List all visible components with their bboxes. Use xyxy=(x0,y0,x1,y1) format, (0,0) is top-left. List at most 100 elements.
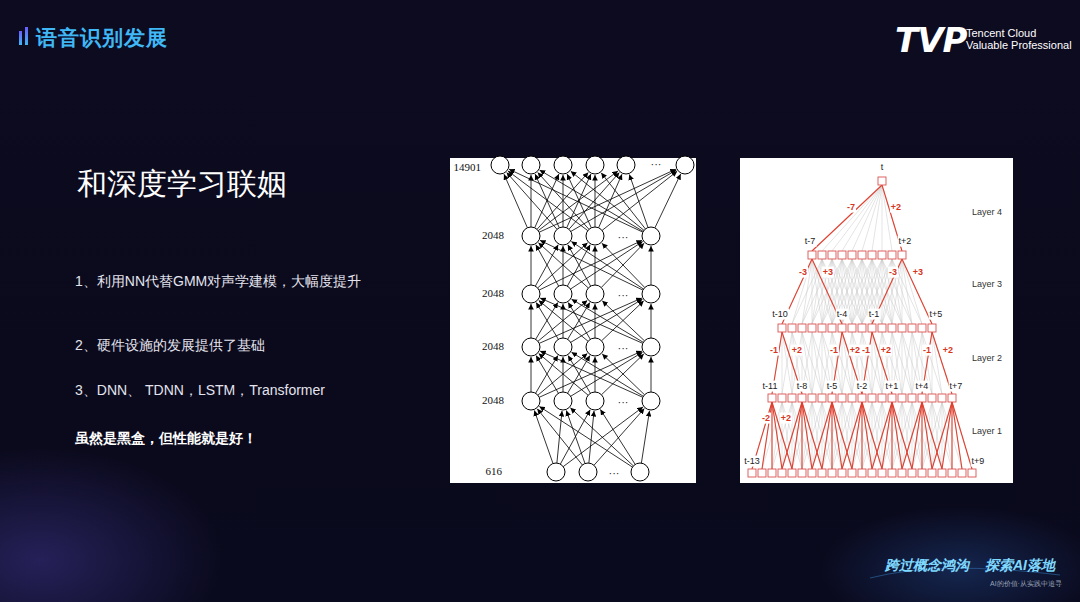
context-line xyxy=(802,402,822,469)
frame-unit xyxy=(828,394,836,402)
active-line xyxy=(832,402,852,469)
frame-label: t-10 xyxy=(771,309,789,320)
context-line xyxy=(852,259,882,324)
ellipsis: ··· xyxy=(618,342,629,355)
context-line xyxy=(922,402,932,469)
context-line xyxy=(782,332,792,394)
context-line xyxy=(792,259,812,324)
frame-label: Layer 4 xyxy=(972,207,1002,218)
weight-arrow xyxy=(629,174,648,227)
offset-label: -1 xyxy=(861,345,871,356)
active-line xyxy=(862,402,882,469)
context-line xyxy=(862,259,882,324)
weight-arrow xyxy=(539,351,642,397)
frame-unit xyxy=(788,324,796,332)
weight-arrow xyxy=(651,246,652,285)
offset-label: +2 xyxy=(791,345,803,356)
frame-unit xyxy=(768,469,776,477)
neuron-circle xyxy=(586,227,604,245)
frame-unit xyxy=(848,324,856,332)
active-line xyxy=(952,402,962,469)
context-line xyxy=(882,259,902,324)
active-line xyxy=(932,402,952,469)
frame-unit xyxy=(868,394,876,402)
weight-arrow xyxy=(535,174,559,228)
offset-label: +2 xyxy=(849,345,861,356)
context-line xyxy=(842,402,852,469)
context-line xyxy=(932,332,933,394)
context-line xyxy=(822,332,842,394)
weight-arrow xyxy=(531,175,532,227)
active-line xyxy=(892,402,912,469)
context-line xyxy=(882,185,892,251)
active-line xyxy=(801,402,802,469)
context-line xyxy=(852,402,862,469)
frame-unit xyxy=(798,469,806,477)
context-line xyxy=(802,402,812,469)
layer-size: 2048 xyxy=(482,394,504,407)
context-line xyxy=(862,402,882,469)
context-line xyxy=(942,402,952,469)
frame-unit xyxy=(908,394,916,402)
neuron-circle xyxy=(586,285,604,303)
offset-label: +2 xyxy=(780,413,792,424)
frame-unit xyxy=(808,469,816,477)
weight-arrow xyxy=(507,172,557,229)
bullet-item: 2、硬件设施的发展提供了基础 xyxy=(75,333,265,357)
context-line xyxy=(852,259,882,324)
context-line xyxy=(922,402,942,469)
frame-unit xyxy=(948,469,956,477)
active-line xyxy=(812,402,832,469)
dnn-figure-ground xyxy=(450,158,696,483)
context-line xyxy=(802,402,822,469)
frame-unit xyxy=(878,469,886,477)
context-line xyxy=(932,402,952,469)
neuron-circle xyxy=(586,156,604,174)
context-line xyxy=(952,402,953,469)
context-line xyxy=(882,185,883,251)
active-line xyxy=(831,402,832,469)
offset-label: -3 xyxy=(888,267,898,278)
context-line xyxy=(902,259,932,324)
frame-unit xyxy=(788,394,796,402)
weight-arrow xyxy=(651,357,652,392)
logo-text: TVP xyxy=(895,20,966,61)
frame-unit xyxy=(888,469,896,477)
frame-unit xyxy=(848,394,856,402)
context-line xyxy=(932,332,942,394)
offset-label: +3 xyxy=(822,267,834,278)
neuron-circle xyxy=(642,392,660,410)
frame-unit xyxy=(958,469,966,477)
frame-unit xyxy=(898,251,906,259)
context-line xyxy=(902,402,912,469)
active-line xyxy=(942,402,952,469)
context-line xyxy=(882,332,902,394)
frame-unit xyxy=(868,469,876,477)
weight-arrow xyxy=(567,245,590,286)
weight-arrow xyxy=(534,410,553,463)
weight-arrow xyxy=(531,357,532,392)
frame-unit xyxy=(808,324,816,332)
active-line xyxy=(802,402,812,469)
active-line xyxy=(861,402,862,469)
layer-size: 2048 xyxy=(482,287,504,300)
tdnn-figure-ground xyxy=(740,158,1013,483)
active-line xyxy=(802,402,822,469)
neuron-circle xyxy=(522,392,540,410)
weight-arrow xyxy=(568,245,591,286)
weight-arrow xyxy=(539,300,588,341)
context-line xyxy=(832,259,852,324)
logo-caption: Valuable Professional xyxy=(966,39,1072,52)
active-line xyxy=(922,402,932,469)
weight-arrow xyxy=(599,174,622,228)
context-line xyxy=(862,402,872,469)
active-line xyxy=(792,402,802,469)
weight-arrow xyxy=(602,171,677,230)
context-line xyxy=(902,332,912,394)
context-line xyxy=(912,402,932,469)
frame-unit xyxy=(938,394,946,402)
neuron-circle xyxy=(631,463,649,481)
weight-arrow xyxy=(570,408,633,466)
active-line xyxy=(891,402,892,469)
offset-label: -3 xyxy=(798,267,808,278)
